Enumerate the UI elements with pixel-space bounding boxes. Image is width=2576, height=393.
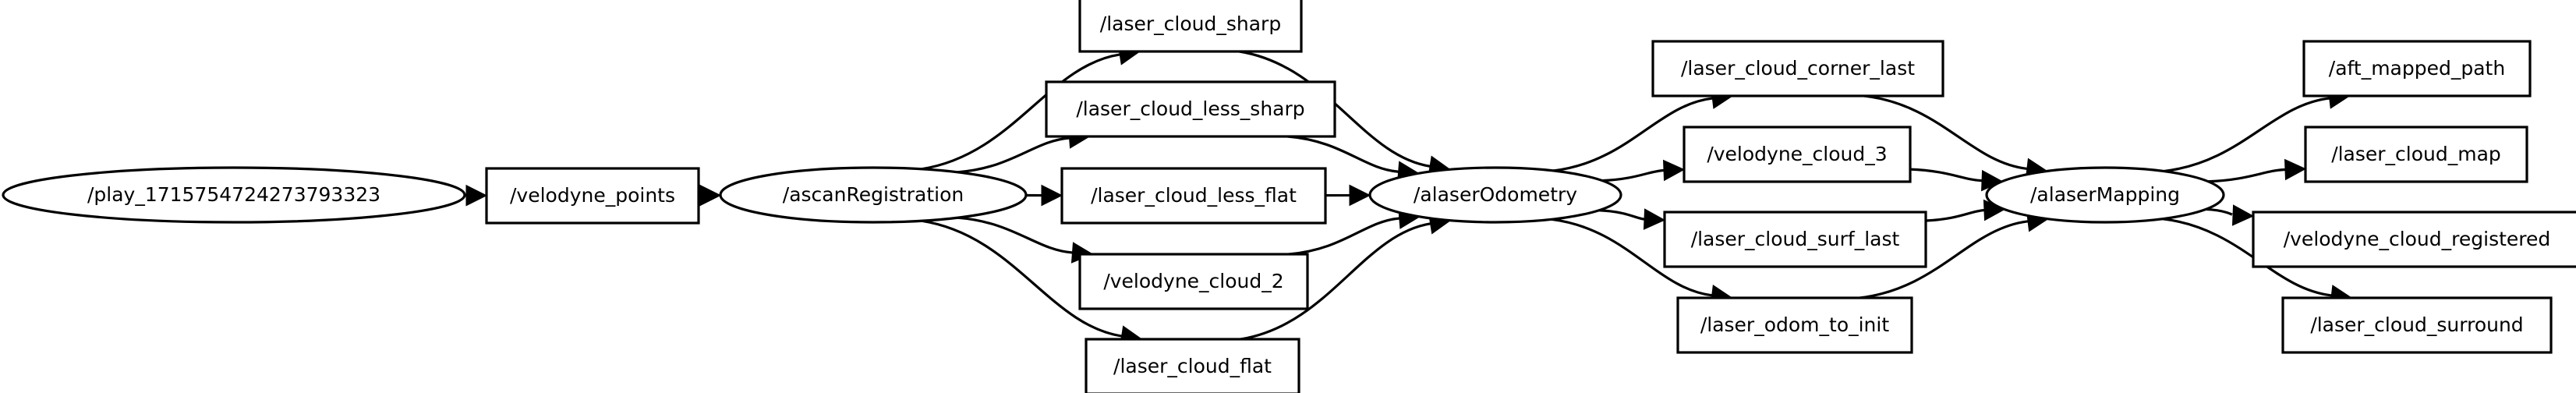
ros-topic-laser_cloud_less_flat[interactable]: /laser_cloud_less_flat	[1060, 167, 1327, 225]
node-label: /laser_odom_to_init	[1700, 313, 1890, 336]
ros-node-alaserOdometry[interactable]: /alaserOdometry	[1368, 166, 1622, 224]
node-label: /velodyne_cloud_3	[1707, 143, 1887, 165]
node-label: /play_1715754724273793323	[87, 183, 380, 206]
node-label: /velodyne_cloud_registered	[2284, 228, 2551, 250]
topic-box-shape[interactable]	[485, 167, 700, 225]
graph-edge	[1859, 220, 2029, 299]
graph-edge	[1925, 208, 1985, 222]
graph-edge	[1909, 168, 1983, 182]
topic-box-shape[interactable]	[1651, 40, 1944, 97]
topic-box-shape[interactable]	[2281, 296, 2553, 354]
graph-edge	[2163, 97, 2330, 173]
node-label: /laser_cloud_less_sharp	[1076, 97, 1304, 120]
ros-topic-velodyne_cloud_3[interactable]: /velodyne_cloud_3	[1683, 126, 1912, 183]
topic-box-shape[interactable]	[1078, 0, 1303, 53]
ros-topic-velodyne_cloud_2[interactable]: /velodyne_cloud_2	[1078, 253, 1309, 310]
node-ellipse-shape[interactable]	[719, 166, 1028, 224]
node-label: /velodyne_cloud_2	[1103, 270, 1283, 292]
ros-topic-laser_odom_to_init[interactable]: /laser_odom_to_init	[1676, 296, 1913, 354]
node-label: /laser_cloud_corner_last	[1681, 57, 1915, 80]
graph-edge	[1601, 168, 1665, 182]
node-label: /aft_mapped_path	[2329, 57, 2505, 80]
arrow-head-icon	[1643, 208, 1666, 230]
node-label: /laser_cloud_flat	[1113, 355, 1272, 377]
graph-edge	[921, 219, 1122, 338]
ros-topic-velodyne_cloud_registered[interactable]: /velodyne_cloud_registered	[2252, 211, 2576, 268]
topic-box-shape[interactable]	[2302, 40, 2532, 97]
graph-edge	[1551, 218, 1712, 297]
ros-node-alaserMapping[interactable]: /alaserMapping	[1985, 166, 2225, 224]
node-ellipse-shape[interactable]	[2, 166, 466, 224]
arrow-head-icon	[2231, 204, 2255, 226]
arrow-head-icon	[1662, 159, 1686, 182]
node-label: /laser_cloud_surf_last	[1691, 228, 1900, 250]
ros-topic-laser_cloud_map[interactable]: /laser_cloud_map	[2304, 126, 2528, 183]
arrow-head-icon	[465, 184, 488, 207]
node-label: /laser_cloud_map	[2331, 143, 2501, 165]
ros-topic-laser_cloud_surf_last[interactable]: /laser_cloud_surf_last	[1663, 211, 1927, 268]
graph-edge	[957, 216, 1073, 254]
topic-box-shape[interactable]	[2304, 126, 2528, 183]
arrow-head-icon	[1041, 184, 1063, 207]
node-label: /laser_cloud_surround	[2310, 313, 2523, 336]
ros-topic-laser_cloud_less_sharp[interactable]: /laser_cloud_less_sharp	[1045, 80, 1336, 138]
ros-topic-laser_cloud_surround[interactable]: /laser_cloud_surround	[2281, 296, 2553, 354]
ros-topic-velodyne_points[interactable]: /velodyne_points	[485, 167, 700, 225]
topic-box-shape[interactable]	[1676, 296, 1913, 354]
topic-box-shape[interactable]	[1078, 253, 1309, 310]
graph-edge	[1598, 209, 1645, 221]
node-label: /ascanRegistration	[783, 183, 964, 206]
node-label: /alaserMapping	[2030, 183, 2180, 206]
topic-box-shape[interactable]	[1683, 126, 1912, 183]
graph-edge	[1553, 97, 1713, 172]
graph-edge	[1863, 94, 2028, 171]
topic-box-shape[interactable]	[1060, 167, 1327, 225]
node-label: /alaserOdometry	[1414, 183, 1577, 206]
ros-node-ascanRegistration[interactable]: /ascanRegistration	[719, 166, 1028, 224]
node-label: /laser_cloud_less_flat	[1091, 184, 1297, 207]
ros-topic-laser_cloud_sharp[interactable]: /laser_cloud_sharp	[1078, 0, 1303, 53]
node-label: /velodyne_points	[510, 184, 675, 207]
node-ellipse-shape[interactable]	[1985, 166, 2225, 224]
topic-box-shape[interactable]	[2252, 211, 2576, 268]
arrow-head-icon	[699, 184, 722, 207]
topic-box-shape[interactable]	[1663, 211, 1927, 268]
graph-edge	[1288, 217, 1399, 256]
topic-box-shape[interactable]	[1045, 80, 1336, 138]
graph-edge	[1240, 222, 1431, 341]
node-label: /laser_cloud_sharp	[1100, 12, 1281, 35]
graph-edge	[1287, 135, 1399, 173]
graph-edge	[2208, 168, 2286, 183]
graph-edge	[921, 53, 1120, 171]
graph-edge	[1239, 50, 1431, 168]
ros-topic-aft_mapped_path[interactable]: /aft_mapped_path	[2302, 40, 2532, 97]
graph-edge	[957, 136, 1070, 174]
ros-topic-laser_cloud_flat[interactable]: /laser_cloud_flat	[1085, 338, 1300, 393]
arrow-head-icon	[2284, 158, 2307, 181]
ros-topic-laser_cloud_corner_last[interactable]: /laser_cloud_corner_last	[1651, 40, 1944, 97]
ros-node-play[interactable]: /play_1715754724273793323	[2, 166, 466, 224]
topic-box-shape[interactable]	[1085, 338, 1300, 393]
graph-edge	[2206, 207, 2235, 217]
arrow-head-icon	[1349, 184, 1371, 207]
node-ellipse-shape[interactable]	[1368, 166, 1622, 224]
